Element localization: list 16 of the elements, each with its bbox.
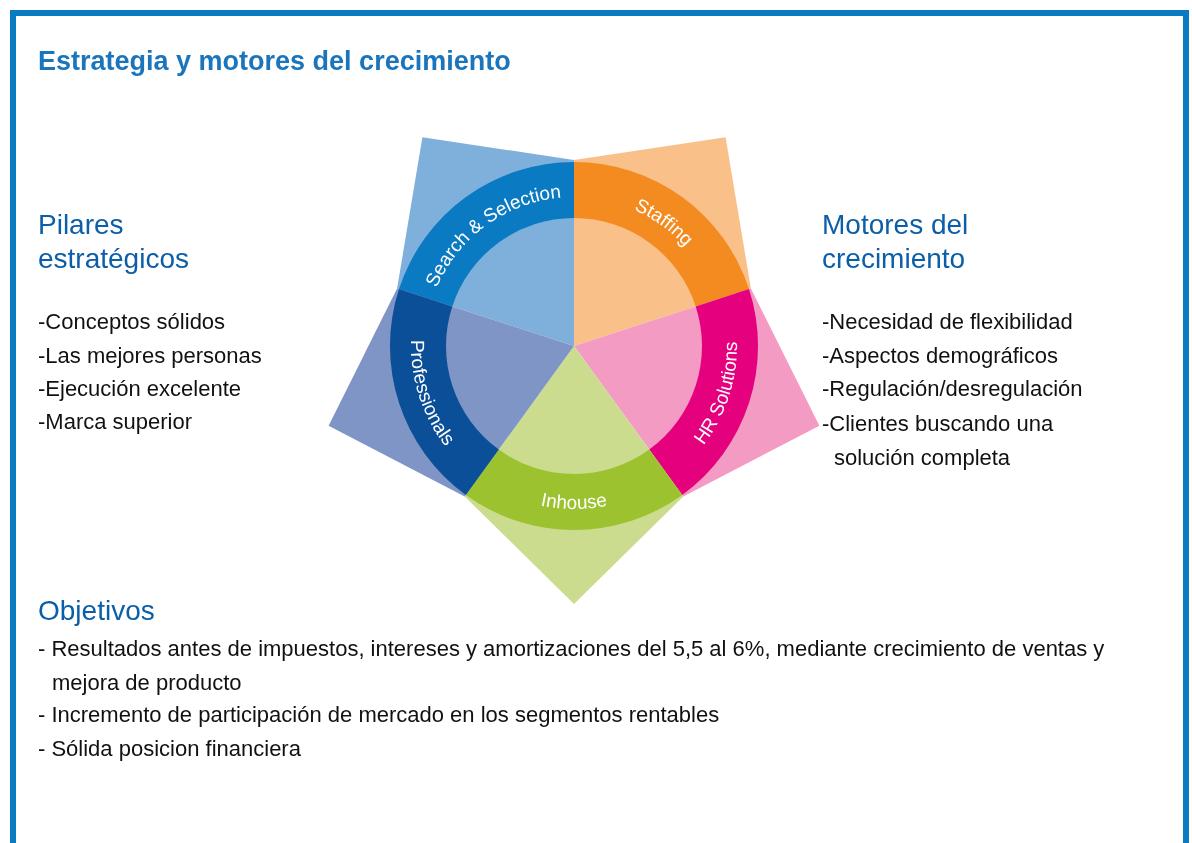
list-item: -Ejecución excelente bbox=[38, 375, 241, 403]
list-item: -Regulación/desregulación bbox=[822, 375, 1083, 403]
list-item: -Marca superior bbox=[38, 408, 193, 436]
list-item: - Incremento de participación de mercado en los segmentos rentables bbox=[38, 701, 720, 729]
list-item: - Sólida posicion financiera bbox=[38, 735, 301, 763]
list-item: -Necesidad de flexibilidad bbox=[822, 308, 1073, 336]
list-item: -Clientes buscando una solución completa bbox=[822, 410, 1055, 472]
list-item: -Aspectos demográficos bbox=[822, 342, 1058, 370]
list-item: - Resultados antes de impuestos, intereses y amortizaciones del 5,5 al 6%, mediante crecimiento de ventas y mejora de producto bbox=[38, 635, 1106, 697]
section-heading: Objetivos bbox=[38, 594, 155, 628]
list-item: -Conceptos sólidos bbox=[38, 308, 226, 336]
segment-label: Inhouse bbox=[539, 488, 609, 514]
section-heading: Motores del crecimiento bbox=[822, 208, 970, 276]
list-item: -Las mejores personas bbox=[38, 342, 262, 370]
title: Estrategia y motores del crecimiento bbox=[38, 46, 511, 77]
section-heading: Pilares estratégicos bbox=[38, 208, 190, 276]
